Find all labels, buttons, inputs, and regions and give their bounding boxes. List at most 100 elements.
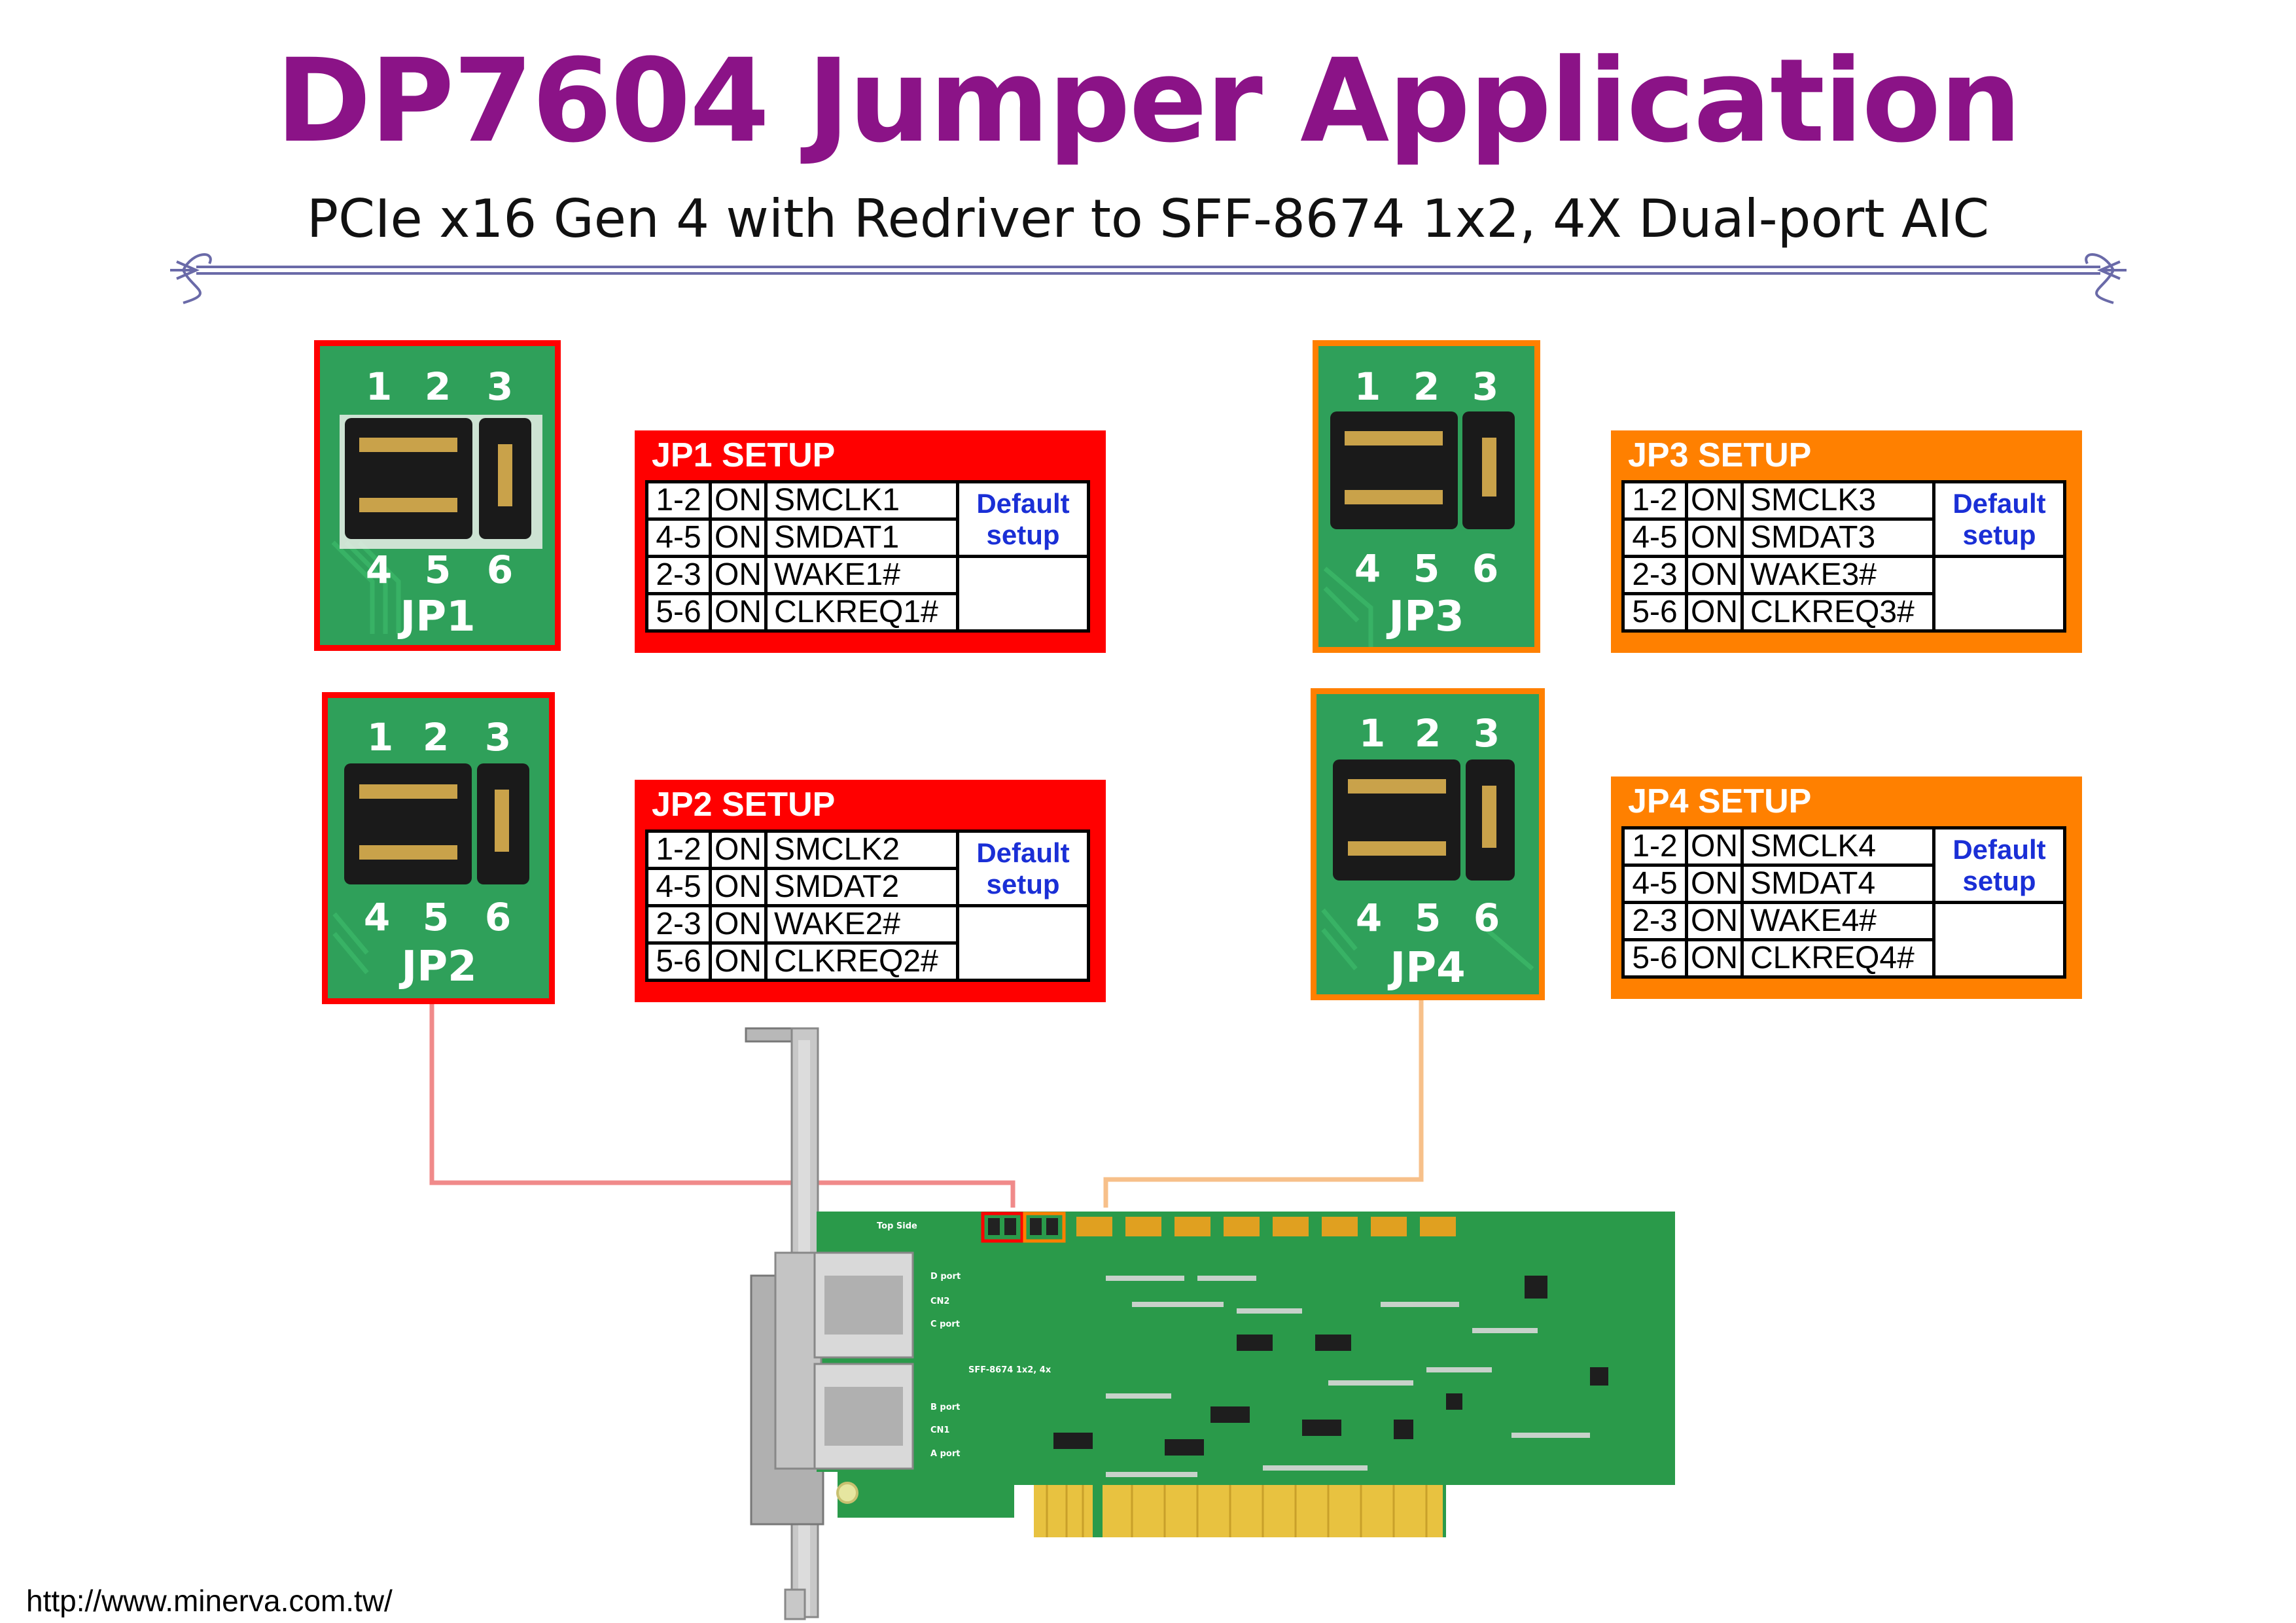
silk-port-d: D port (930, 1272, 961, 1282)
jp4-connector-line (1103, 999, 1424, 1208)
jp3-jp4-board-highlight (1023, 1212, 1066, 1243)
pin-cell: 2-3 (1621, 901, 1688, 941)
silk-port-c: C port (930, 1319, 960, 1329)
jp3-silk-label: JP3 (1386, 593, 1464, 641)
jp3-pin-2: 2 (1413, 364, 1439, 409)
silk-model: SFF-8674 1x2, 4x (968, 1365, 1051, 1375)
table-row: 5-6 ON CLKREQ2# (645, 941, 1089, 982)
table-row: 2-3 ON WAKE4# (1621, 901, 2066, 979)
signal-cell: CLKREQ4# (1740, 938, 1935, 979)
silk-top-side: Top Side (877, 1221, 917, 1231)
pin-cell: 4-5 (1621, 517, 1688, 558)
pin-cell: 2-3 (645, 904, 712, 945)
table-row: 5-6 ON CLKREQ4# (1621, 938, 2065, 979)
table-row: 4-5 ON SMDAT4 (1621, 864, 2065, 904)
jp1-photo: 1 2 3 4 5 6 JP1 (314, 340, 561, 651)
signal-cell: SMCLK4 (1740, 826, 1935, 867)
jp1-silk-label: JP1 (397, 593, 475, 641)
page-title: DP7604 Jumper Application (275, 34, 2021, 168)
jp3-pin-4: 4 (1354, 546, 1381, 591)
jp1-pin-5: 5 (425, 548, 451, 592)
jp2-silk-label: JP2 (398, 943, 476, 991)
state-cell: ON (1685, 555, 1744, 595)
silk-port-b: B port (930, 1403, 960, 1412)
footer-url[interactable]: http://www.minerva.com.tw/ (26, 1584, 393, 1618)
jp4-pin-5: 5 (1415, 896, 1441, 940)
pin-cell: 4-5 (1621, 864, 1688, 904)
state-cell: ON (709, 829, 768, 870)
chip-row (1076, 1217, 1456, 1236)
signal-cell: WAKE3# (1740, 555, 1935, 595)
jp1-pin-1: 1 (366, 364, 392, 409)
state-cell: ON (709, 904, 768, 945)
pin-cell: 1-2 (645, 829, 712, 870)
state-cell: ON (709, 517, 768, 558)
state-cell: ON (1685, 938, 1744, 979)
table-row: 4-5 ON SMDAT2 (645, 867, 1089, 907)
jp3-pin-3: 3 (1472, 364, 1498, 409)
state-cell: ON (709, 480, 768, 521)
jp2-pin-2: 2 (423, 715, 449, 759)
state-cell: ON (709, 555, 768, 595)
jp3-setup-title: JP3 SETUP (1628, 436, 1812, 474)
silk-cn1: CN1 (930, 1425, 949, 1435)
signal-cell: SMCLK2 (764, 829, 959, 870)
signal-cell: WAKE4# (1740, 901, 1935, 941)
empty-cell (1932, 555, 2066, 633)
signal-cell: WAKE1# (764, 555, 959, 595)
empty-cell (1932, 901, 2066, 979)
pin-cell: 2-3 (1621, 555, 1688, 595)
jp1-pin-4: 4 (366, 548, 392, 592)
jp1-pin-6: 6 (487, 548, 513, 592)
table-row: 2-3 ON WAKE2# (645, 904, 1090, 982)
state-cell: ON (1685, 517, 1744, 558)
jp3-photo: 1 2 3 4 5 6 JP3 (1313, 340, 1540, 653)
page-subtitle: PCIe x16 Gen 4 with Redriver to SFF-8674… (306, 188, 1990, 249)
state-cell: ON (709, 867, 768, 907)
state-cell: ON (1685, 592, 1744, 633)
signal-cell: SMCLK3 (1740, 480, 1935, 521)
sff-8674-ports (774, 1251, 914, 1470)
jp4-pin-2: 2 (1415, 711, 1441, 756)
signal-cell: SMDAT1 (764, 517, 959, 558)
jp1-pin-2: 2 (425, 364, 451, 409)
pin-cell: 5-6 (1621, 938, 1688, 979)
jp3-pin-6: 6 (1472, 546, 1498, 591)
signal-cell: SMDAT2 (764, 867, 959, 907)
jp1-setup-title: JP1 SETUP (652, 436, 836, 474)
state-cell: ON (1685, 480, 1744, 521)
jp1-pin-3: 3 (487, 364, 513, 409)
ic-components (1053, 1276, 1608, 1456)
jp2-photo: 1 2 3 4 5 6 JP2 (322, 692, 555, 1004)
signal-cell: SMDAT4 (1740, 864, 1935, 904)
jp3-pin-5: 5 (1413, 546, 1439, 591)
jp4-setup-title: JP4 SETUP (1628, 782, 1812, 820)
pcb (817, 1212, 1675, 1537)
pin-cell: 5-6 (645, 941, 712, 982)
ornamental-divider (170, 253, 2127, 304)
jp3-pin-1: 1 (1354, 364, 1381, 409)
state-cell: ON (709, 592, 768, 633)
state-cell: ON (709, 941, 768, 982)
state-cell: ON (1685, 901, 1744, 941)
table-row: 4-5 ON SMDAT3 (1621, 517, 2065, 558)
silk-cn2: CN2 (930, 1297, 949, 1306)
pin-cell: 1-2 (1621, 480, 1688, 521)
state-cell: ON (1685, 826, 1744, 867)
signal-cell: CLKREQ1# (764, 592, 959, 633)
